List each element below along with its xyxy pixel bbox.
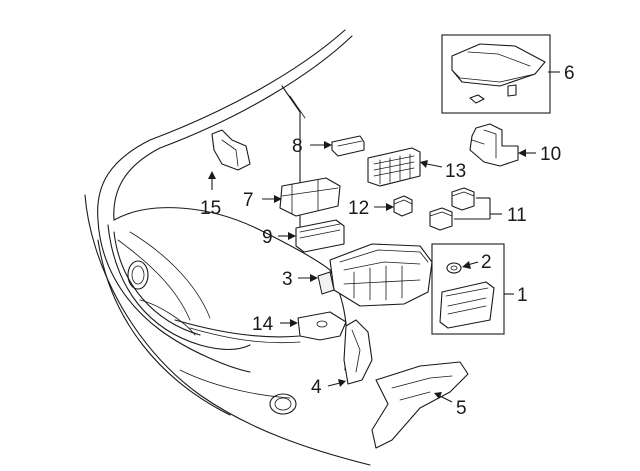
callout-1: 1: [517, 285, 528, 306]
callout-9: 9: [262, 227, 273, 248]
vehicle-outline: [84, 29, 371, 466]
callout-10: 10: [540, 144, 561, 165]
callout-14: 14: [252, 314, 274, 335]
leader-lines: [208, 71, 560, 403]
part-7-fuse-block: [279, 177, 341, 217]
part-9-lid: [295, 219, 345, 253]
callout-labels: 1 2 3 4 5 6 7 8 9 10 11 12 13 14 15: [200, 63, 575, 419]
part-14-bracket: [297, 311, 347, 341]
part-11-relays: [429, 187, 475, 231]
part-8-clip: [331, 135, 365, 157]
part-1-fuse-box-assembly: [431, 243, 505, 335]
part-4-bracket: [343, 319, 373, 385]
callout-5: 5: [456, 398, 467, 419]
part-6-fuse-box-cover: [441, 34, 551, 114]
callout-4: 4: [311, 377, 322, 398]
part-10-relay-block: [469, 123, 519, 167]
part-12-relay: [393, 195, 413, 217]
callout-3: 3: [282, 269, 293, 290]
part-5-lower-bracket: [371, 361, 469, 449]
part-13-bracket: [367, 147, 421, 187]
callout-13: 13: [445, 161, 466, 182]
callout-8: 8: [292, 136, 303, 157]
callout-12: 12: [348, 198, 369, 219]
part-15-bracket: [211, 129, 251, 171]
callout-7: 7: [243, 190, 254, 211]
callout-15: 15: [200, 198, 221, 219]
callout-6: 6: [564, 63, 575, 84]
callout-11: 11: [507, 205, 527, 226]
callout-2: 2: [481, 252, 492, 273]
part-3-main-fuse-box: [317, 243, 433, 307]
